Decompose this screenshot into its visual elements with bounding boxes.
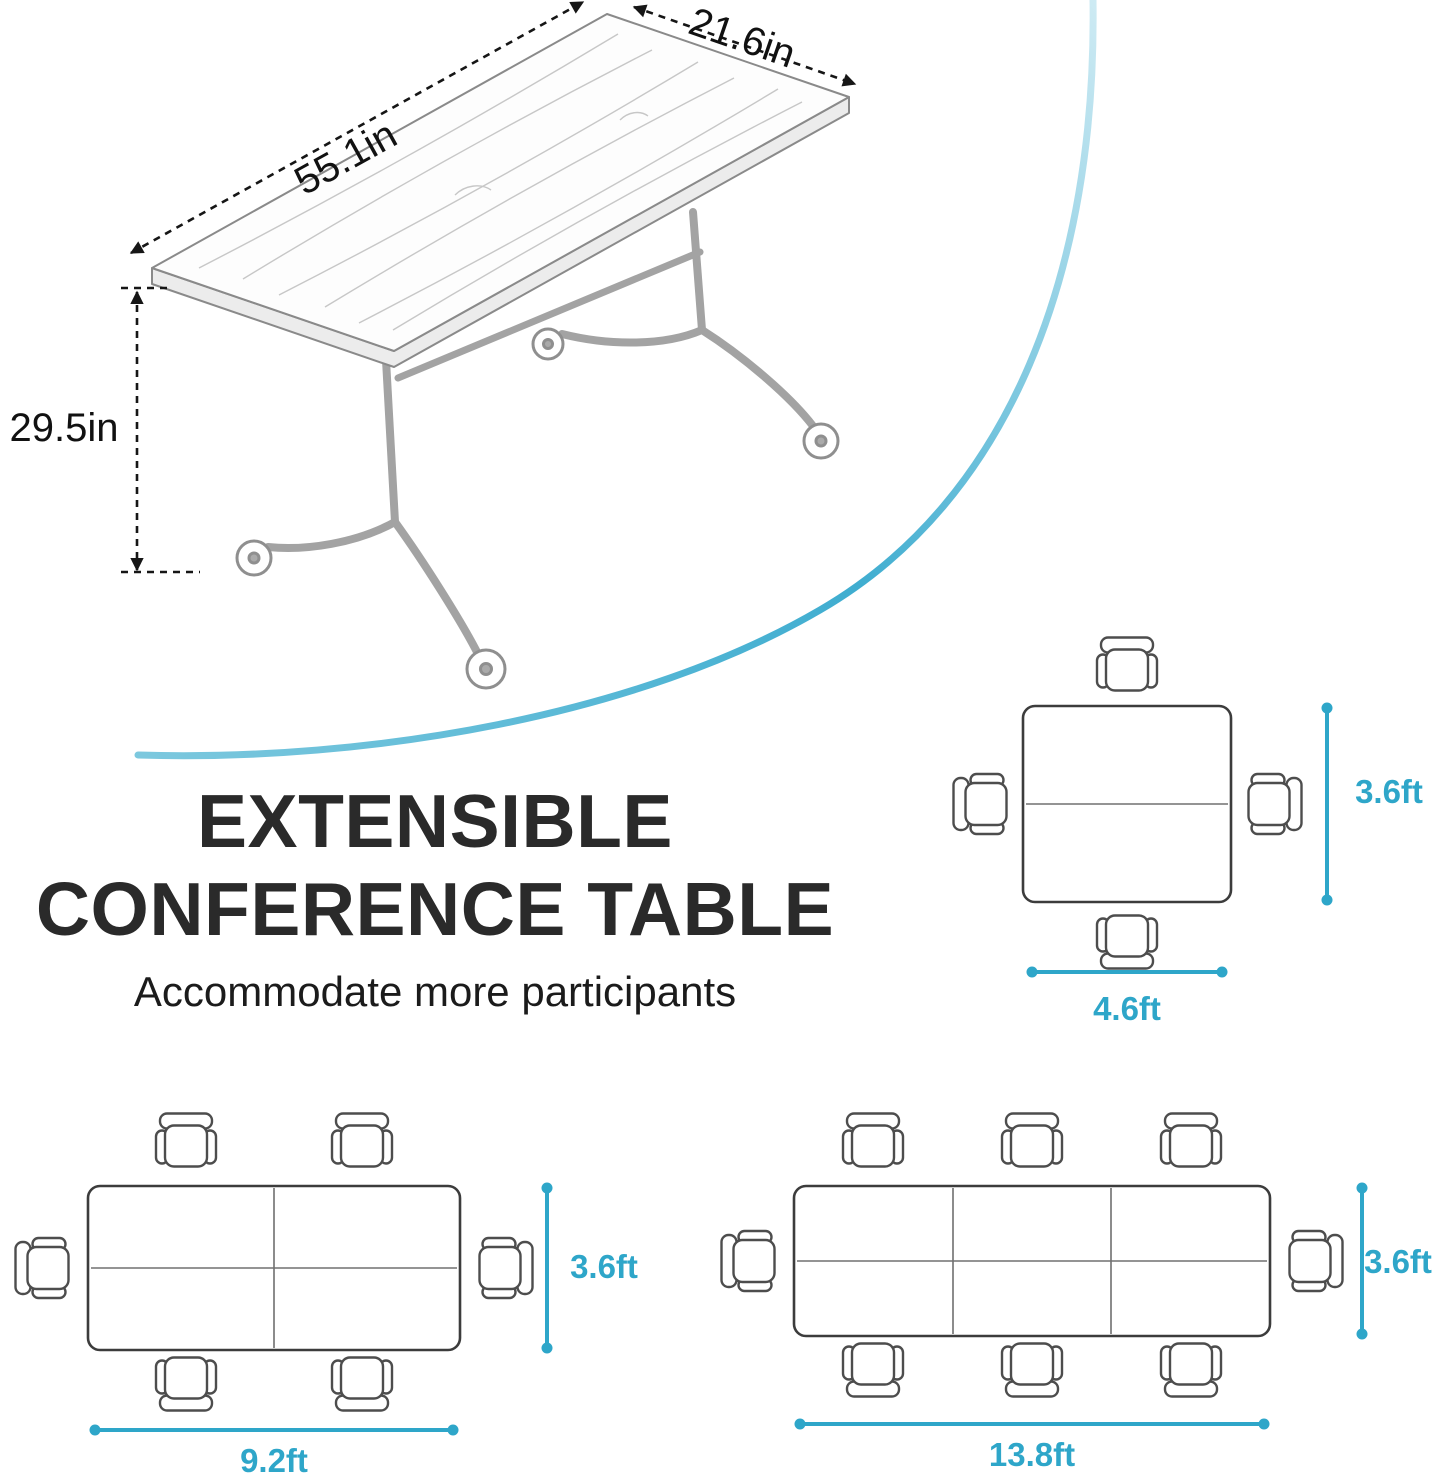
length-dimension-arrow [129,0,585,255]
table-frame-legs [264,208,817,656]
chair-icon [1159,1342,1223,1398]
chair-icon [1000,1342,1064,1398]
floor-plan-two-tables [14,1112,553,1436]
chair-icon [1159,1112,1223,1168]
plan1-width-label: 4.6ft [1093,990,1161,1027]
width-dimension-line [89,1424,459,1436]
chair-icon [14,1236,70,1300]
plan1-depth-label: 3.6ft [1355,773,1423,810]
chair-icon [478,1236,534,1300]
chair-icon [841,1112,905,1168]
chair-icon [1288,1229,1344,1293]
table-height-label: 29.5in [9,406,119,450]
title-line-1: EXTENSIBLE [197,779,673,863]
chair-icon [720,1229,776,1293]
floor-plan-one-table [952,636,1333,978]
title-line-2: CONFERENCE TABLE [35,866,835,951]
chair-icon [841,1342,905,1398]
caster-wheel [235,327,840,690]
depth-dimension-arrow [632,4,857,87]
table-seams [91,1188,457,1348]
depth-dimension-line [1356,1182,1368,1340]
table-illustration [121,0,857,690]
depth-dimension-line [541,1182,553,1354]
chair-icon [952,772,1008,836]
chair-icon [154,1112,218,1168]
table-seams [797,1188,1267,1334]
chair-icon [330,1112,394,1168]
plan3-width-label: 13.8ft [988,1436,1076,1473]
decorative-arc [134,0,1097,760]
chair-icon [1095,636,1159,692]
subtitle: Accommodate more participants [133,967,737,1015]
chair-icon [154,1356,218,1412]
depth-dimension-line [1321,702,1333,906]
chair-icon [330,1356,394,1412]
chair-icon [1247,772,1303,836]
width-dimension-line [794,1418,1270,1430]
chair-icon [1095,914,1159,970]
floor-plan-three-tables [720,1112,1368,1430]
heading-block: EXTENSIBLE CONFERENCE TABLE Accommodate … [10,778,860,1016]
plan3-depth-label: 3.6ft [1364,1243,1432,1280]
plan2-width-label: 9.2ft [240,1442,308,1479]
chair-icon [1000,1112,1064,1168]
width-dimension-line [1026,966,1228,978]
dimension-arrows [121,0,857,574]
plan2-depth-label: 3.6ft [570,1248,638,1285]
